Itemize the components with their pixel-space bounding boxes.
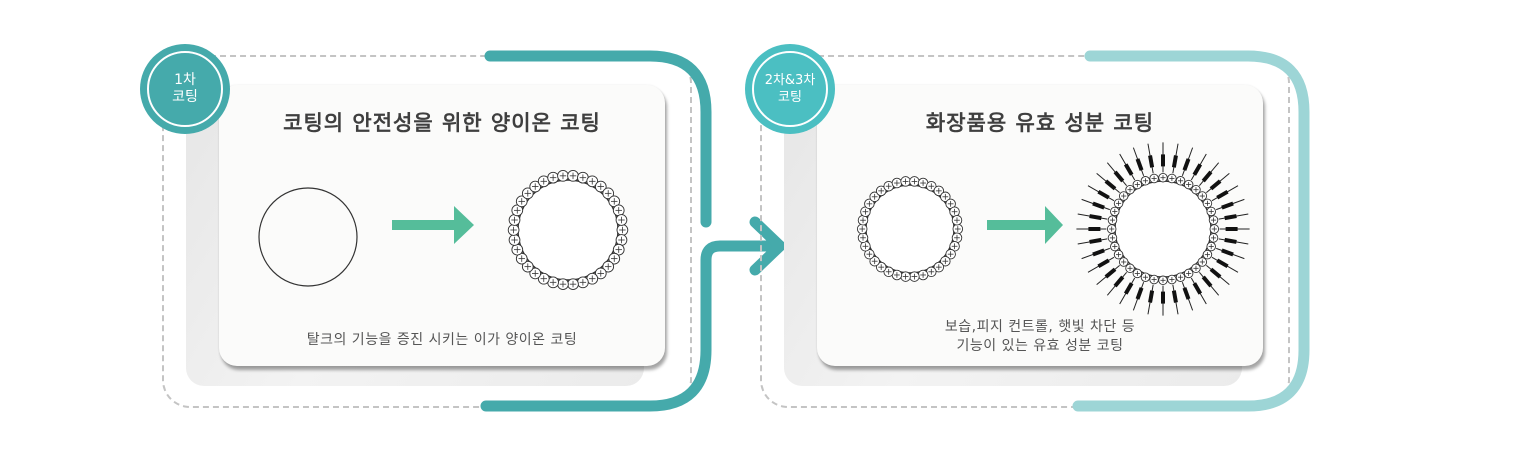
step-2-badge-line2: 코팅 [778, 90, 802, 105]
step-1-dashed-frame [162, 55, 692, 408]
step-2-description-line2: 기능이 있는 유효 성분 코팅 [956, 338, 1124, 354]
cation-coated-particle-icon [507, 169, 629, 291]
step-1-badge-line2: 코팅 [172, 89, 198, 105]
step-2-card: 화장품용 유효 성분 코팅 보습,피지 컨트롤, 햇빛 차단 등 기능이 있는 … [817, 85, 1263, 366]
step-1-badge: 1차 코팅 [140, 44, 230, 134]
green-right-arrow-icon [392, 206, 474, 244]
green-right-arrow-icon [987, 206, 1063, 244]
step-2-badge-line1: 2차&3차 [764, 73, 816, 88]
step-2-description-line1: 보습,피지 컨트롤, 햇빛 차단 등 [944, 319, 1136, 335]
step-1-description: 탈크의 기능을 증진 시키는 이가 양이온 코팅 [306, 332, 578, 348]
step-1-card: 코팅의 안전성을 위한 양이온 코팅 탈크의 기능을 증진 시키는 이가 양이온… [219, 85, 665, 366]
active-ingredient-particle-icon [1076, 142, 1250, 316]
step-1-title: 코팅의 안전성을 위한 양이온 코팅 [283, 111, 601, 135]
step-2-dashed-frame [760, 55, 1290, 408]
step-2-title: 화장품용 유효 성분 코팅 [925, 111, 1155, 135]
step-2-description: 보습,피지 컨트롤, 햇빛 차단 등 기능이 있는 유효 성분 코팅 [817, 318, 1263, 356]
plain-particle-icon [258, 187, 358, 287]
step-2-badge: 2차&3차 코팅 [745, 44, 835, 134]
step-1-badge-line1: 1차 [174, 72, 196, 88]
cation-coated-particle-icon [856, 176, 964, 282]
